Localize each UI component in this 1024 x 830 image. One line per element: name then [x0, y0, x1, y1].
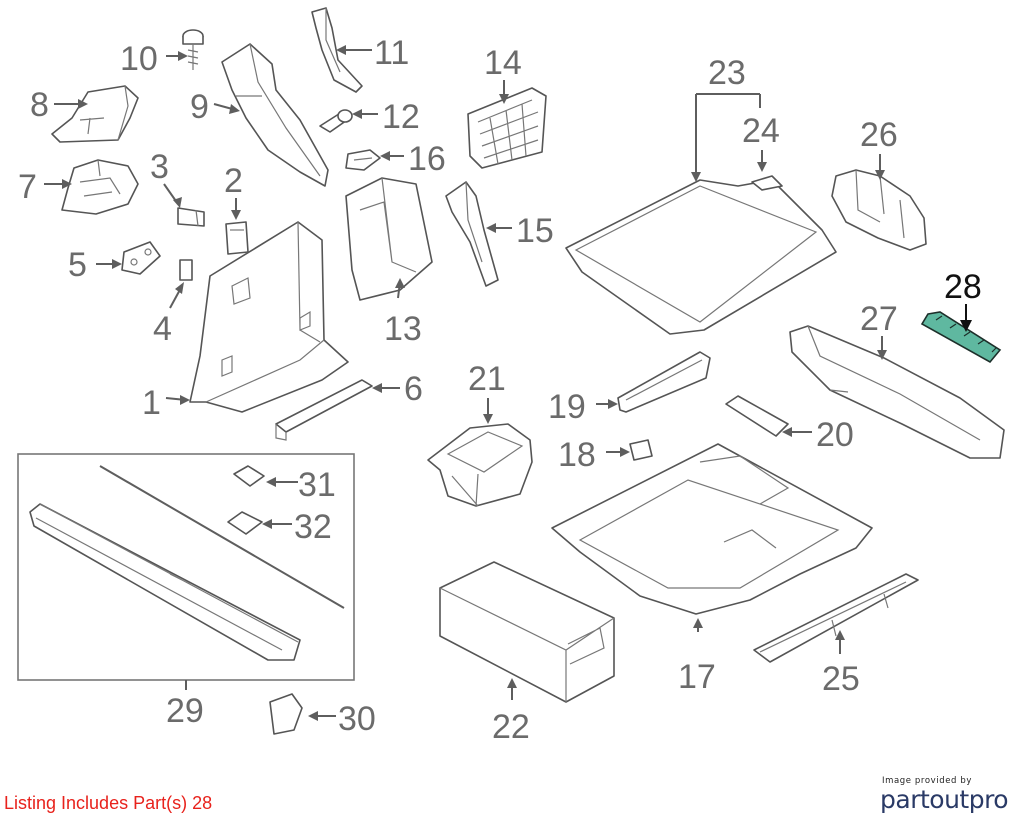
part-13 — [345, 177, 433, 301]
part-11 — [311, 7, 363, 93]
callout-27: 27 — [860, 300, 898, 338]
callout-20: 20 — [816, 416, 854, 454]
callout-23: 23 — [708, 54, 746, 92]
part-24 — [751, 175, 783, 191]
callout-26: 26 — [860, 116, 898, 154]
callout-numbers: 1 2 3 4 5 6 7 8 9 10 11 12 13 14 15 16 1… — [18, 34, 982, 746]
callout-24: 24 — [742, 112, 780, 150]
callout-7: 7 — [18, 168, 37, 206]
part-18 — [629, 439, 653, 461]
callout-30: 30 — [338, 700, 376, 738]
part-9 — [221, 43, 329, 187]
part-27 — [789, 325, 1005, 459]
callout-16: 16 — [408, 140, 446, 178]
part-12 — [319, 109, 353, 133]
part-10 — [182, 29, 204, 70]
callout-31: 31 — [298, 466, 336, 504]
part-16 — [345, 149, 381, 171]
part-29-frame — [17, 453, 355, 681]
callout-29: 29 — [166, 692, 204, 730]
part-7 — [61, 159, 139, 215]
part-23 — [565, 179, 837, 335]
part-31 — [233, 465, 265, 487]
callout-17: 17 — [678, 658, 716, 696]
callout-21: 21 — [468, 360, 506, 398]
callout-19: 19 — [548, 388, 586, 426]
part-25 — [753, 573, 919, 663]
callout-10: 10 — [120, 40, 158, 78]
part-14 — [467, 87, 547, 169]
part-32 — [227, 511, 263, 535]
part-22 — [439, 561, 615, 703]
callout-5: 5 — [68, 246, 87, 284]
callout-1: 1 — [142, 384, 161, 422]
callout-25: 25 — [822, 660, 860, 698]
callout-6: 6 — [404, 370, 423, 408]
part-2 — [225, 221, 249, 255]
part-15 — [445, 181, 499, 287]
callout-22: 22 — [492, 708, 530, 746]
part-5 — [121, 241, 161, 275]
callout-32: 32 — [294, 508, 332, 546]
callout-11: 11 — [374, 34, 409, 72]
image-credit-line: Image provided by — [882, 776, 972, 786]
leader-lines — [44, 45, 972, 721]
callout-18: 18 — [558, 436, 596, 474]
callout-28: 28 — [944, 268, 982, 306]
part-8 — [51, 85, 139, 143]
part-21 — [427, 423, 533, 507]
partoutpro-logo: partoutpro — [880, 785, 1009, 814]
callout-8: 8 — [30, 86, 49, 124]
callout-9: 9 — [190, 88, 209, 126]
part-4 — [179, 259, 193, 281]
callout-14: 14 — [484, 44, 522, 82]
part-17 — [551, 443, 873, 615]
part-1 — [189, 221, 349, 413]
callout-3: 3 — [150, 148, 169, 186]
part-26 — [831, 169, 927, 251]
part-3 — [177, 207, 205, 227]
part-28 — [920, 311, 1002, 364]
callout-4: 4 — [153, 310, 172, 348]
callout-2: 2 — [224, 162, 243, 200]
part-6 — [275, 379, 373, 441]
callout-12: 12 — [382, 98, 420, 136]
part-30 — [269, 693, 303, 735]
part-19 — [617, 351, 711, 413]
callout-15: 15 — [516, 212, 554, 250]
listing-includes-text: Listing Includes Part(s) 28 — [4, 793, 213, 813]
callout-13: 13 — [384, 310, 422, 348]
part-20 — [725, 395, 789, 437]
